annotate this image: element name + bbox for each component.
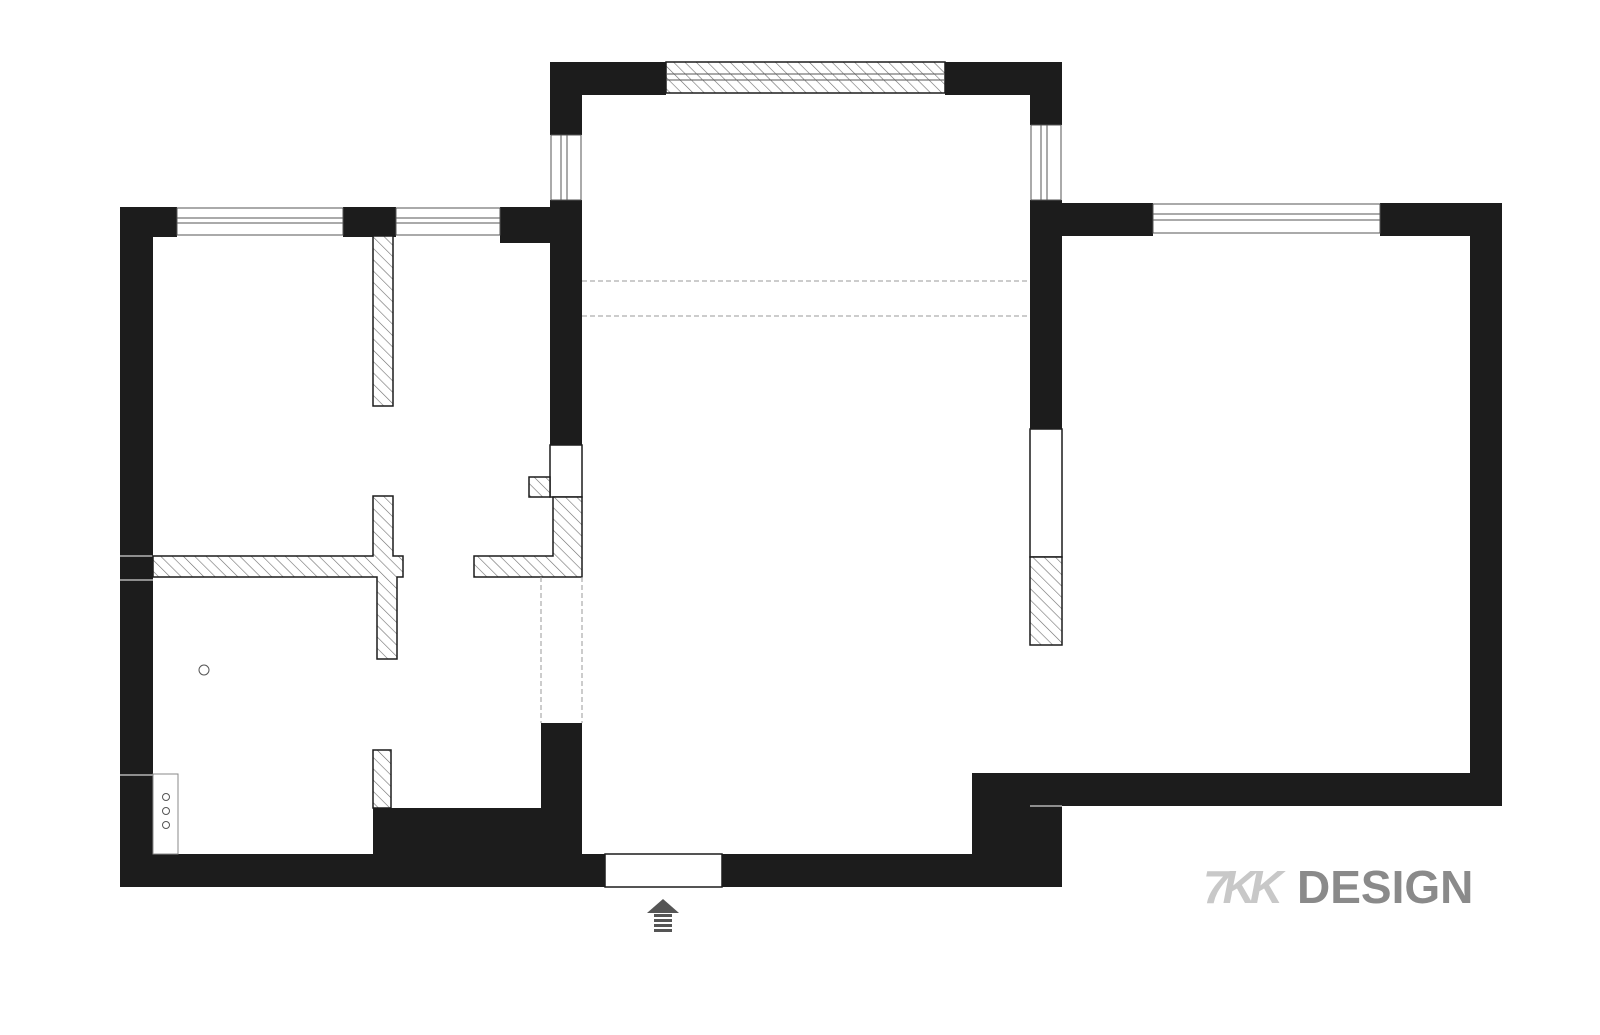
wall-center-left-lower	[541, 723, 582, 856]
wall-top-right-post	[1030, 62, 1062, 125]
partition-walls	[152, 235, 1063, 809]
wall-top-left-base	[550, 200, 582, 245]
walls	[120, 62, 1502, 887]
wall-bottom-left	[120, 854, 605, 887]
wall-right-bottom	[1030, 773, 1502, 806]
window-left-a	[176, 207, 344, 236]
wall-interior-bottom	[373, 808, 543, 856]
wall-right-outer	[1470, 203, 1502, 806]
logo-word: DESIGN	[1297, 861, 1473, 913]
window-top-right-side	[1030, 124, 1062, 201]
wall-right-top-a	[1030, 203, 1153, 236]
wall-center-right-upper	[1030, 200, 1062, 429]
dashed-lines	[540, 280, 1030, 723]
burner-icon	[162, 807, 170, 815]
window-left-b	[395, 207, 501, 236]
drain-icon	[198, 664, 210, 676]
burner-icon	[162, 793, 170, 801]
window-top-center	[665, 61, 946, 94]
wall-top-left-post	[550, 62, 582, 135]
wall-center-left-upper	[550, 242, 582, 445]
partition-lower-stub	[372, 749, 392, 809]
logo: 7KK DESIGN	[1203, 861, 1473, 913]
window-top-left-side	[550, 134, 582, 201]
opening-center-left	[549, 444, 583, 498]
wall-bottom-center	[722, 854, 1062, 887]
opening-center-right	[1029, 428, 1063, 558]
up-arrow-icon	[647, 899, 679, 932]
wall-left-outer	[120, 207, 153, 887]
partition-small-square	[528, 476, 551, 498]
wall-left-top-b	[343, 207, 396, 237]
partition-upper-vertical	[372, 235, 394, 407]
logo-mark: 7KK	[1203, 861, 1286, 913]
wall-right-bottom-post	[1030, 773, 1062, 887]
burner-icon	[162, 821, 170, 829]
entrance-door	[604, 853, 723, 888]
partition-cross	[152, 495, 404, 660]
fixtures	[152, 664, 210, 855]
partition-l-corner	[473, 496, 583, 578]
windows	[176, 61, 1381, 888]
window-right-top	[1152, 203, 1381, 234]
partition-center-right	[1029, 556, 1063, 646]
wall-column-block	[972, 773, 1032, 856]
